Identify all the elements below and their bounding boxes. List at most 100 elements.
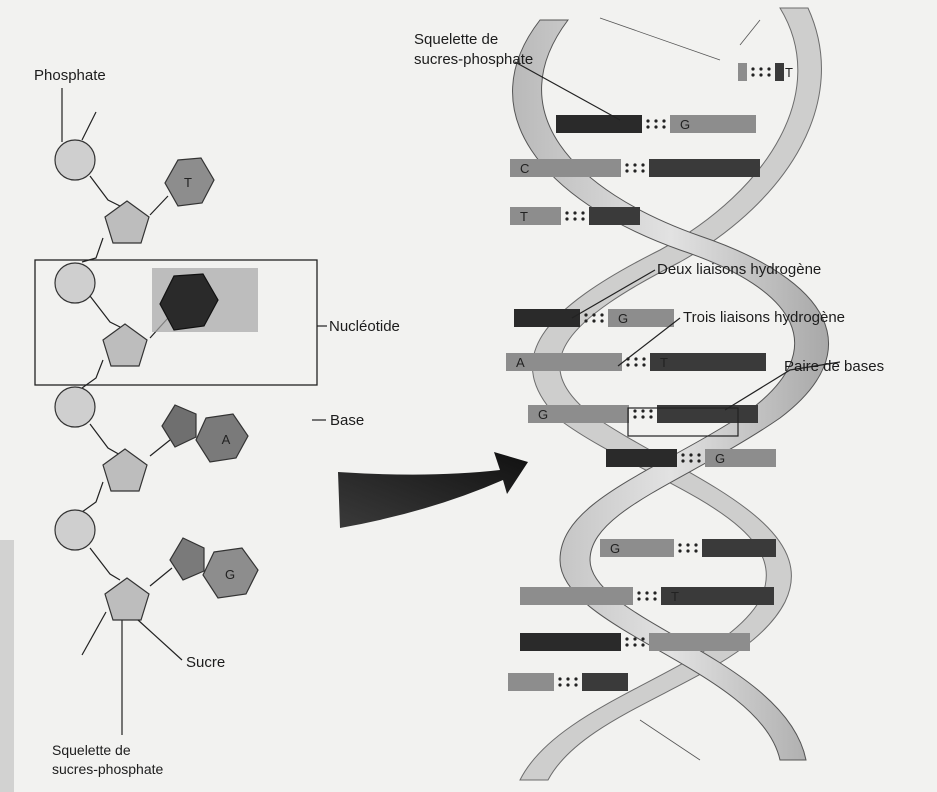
hydrogen-bond-dot xyxy=(581,217,584,220)
base-left xyxy=(508,673,554,691)
base-right xyxy=(649,159,760,177)
hydrogen-bond-dot xyxy=(574,683,577,686)
phosphate-circle xyxy=(55,263,95,303)
hydrogen-bond-dot xyxy=(634,363,637,366)
hydrogen-bond-dot xyxy=(694,543,697,546)
hydrogen-bond-dot xyxy=(566,683,569,686)
base-left xyxy=(556,115,642,133)
label-phosphate: Phosphate xyxy=(34,67,106,84)
pair-right-letter: T xyxy=(660,355,668,370)
base-letter-g: G xyxy=(225,567,235,582)
hydrogen-bond-dot xyxy=(592,313,595,316)
pair-left-letter: A xyxy=(516,355,525,370)
label-backbone-left-line2: sucres-phosphate xyxy=(52,761,164,777)
hydrogen-bond-dot xyxy=(637,591,640,594)
hydrogen-bond-dot xyxy=(566,677,569,680)
pair-left-letter: G xyxy=(610,541,620,556)
base-purine-ring5 xyxy=(170,538,204,580)
sugar-leader xyxy=(138,620,182,660)
pair-left-letter: G xyxy=(538,407,548,422)
base-left xyxy=(520,587,633,605)
base-left xyxy=(738,63,747,81)
pair-right-letter: G xyxy=(715,451,725,466)
hydrogen-bond-dot xyxy=(642,363,645,366)
hydrogen-bond-dot xyxy=(600,319,603,322)
hydrogen-bond-dot xyxy=(681,453,684,456)
hydrogen-bond-dot xyxy=(767,73,770,76)
sugar-pentagon xyxy=(103,449,147,491)
hydrogen-bond-dot xyxy=(759,73,762,76)
hydrogen-bond-dot xyxy=(689,459,692,462)
hydrogen-bond-dot xyxy=(686,543,689,546)
hydrogen-bond-dot xyxy=(681,459,684,462)
hydrogen-bond-dot xyxy=(634,357,637,360)
base-right xyxy=(775,63,784,81)
hydrogen-bond-dot xyxy=(642,357,645,360)
hydrogen-bond-dot xyxy=(633,415,636,418)
guide-line xyxy=(600,18,720,60)
base-left xyxy=(606,449,677,467)
hydrogen-bond-dot xyxy=(697,459,700,462)
hydrogen-bond-dot xyxy=(633,637,636,640)
label-backbone-left-line1: Squelette de xyxy=(52,742,131,758)
pair-right-letter: G xyxy=(680,117,690,132)
pair-left-letter: T xyxy=(520,209,528,224)
phosphate-circle xyxy=(55,387,95,427)
base-right xyxy=(649,633,750,651)
hydrogen-bond-dot xyxy=(625,637,628,640)
hydrogen-bond-dot xyxy=(625,169,628,172)
base-right xyxy=(589,207,640,225)
hydrogen-bond-dot xyxy=(646,125,649,128)
sugar-pentagon xyxy=(105,201,149,243)
hydrogen-bond-dot xyxy=(592,319,595,322)
base-left xyxy=(520,633,621,651)
hydrogen-bond-dot xyxy=(694,549,697,552)
sugar-pentagon xyxy=(103,324,147,366)
hydrogen-bond-dot xyxy=(689,453,692,456)
hydrogen-bond-dot xyxy=(626,363,629,366)
label-sugar: Sucre xyxy=(186,654,225,671)
label-base: Base xyxy=(330,412,364,429)
label-backbone-right-line2: sucres-phosphate xyxy=(414,51,533,68)
base-purine-ring5 xyxy=(162,405,196,447)
hydrogen-bond-dot xyxy=(573,217,576,220)
hydrogen-bond-dot xyxy=(600,313,603,316)
single-strand: T A G Phosphate Nucléotide Base Sucre Sq… xyxy=(34,67,400,777)
label-three-hydrogen-bonds: Trois liaisons hydrogène xyxy=(683,309,845,326)
hydrogen-bond-dot xyxy=(633,409,636,412)
label-base-pair: Paire de bases xyxy=(784,358,884,375)
hydrogen-bond-dot xyxy=(767,67,770,70)
hydrogen-bond-dot xyxy=(662,119,665,122)
hydrogen-bond-dot xyxy=(653,597,656,600)
hydrogen-bond-dot xyxy=(662,125,665,128)
guide-line xyxy=(640,720,700,760)
hydrogen-bond-dot xyxy=(633,163,636,166)
hydrogen-bond-dot xyxy=(641,637,644,640)
hydrogen-bond-dot xyxy=(565,211,568,214)
hydrogen-bond-dot xyxy=(558,677,561,680)
hydrogen-bond-dot xyxy=(565,217,568,220)
pair-right-letter: T xyxy=(785,65,793,80)
label-two-hydrogen-bonds: Deux liaisons hydrogène xyxy=(657,261,821,278)
sugar-groups xyxy=(103,201,149,620)
label-nucleotide: Nucléotide xyxy=(329,318,400,335)
hydrogen-bond-dot xyxy=(641,415,644,418)
bases: T A G xyxy=(152,158,258,598)
hydrogen-bond-dot xyxy=(649,415,652,418)
pair-left-letter: C xyxy=(520,161,529,176)
hydrogen-bond-dot xyxy=(751,67,754,70)
sugar-pentagon xyxy=(105,578,149,620)
hydrogen-bond-dot xyxy=(653,591,656,594)
hydrogen-bond-dot xyxy=(633,643,636,646)
base-letter-t: T xyxy=(184,175,192,190)
hydrogen-bond-dot xyxy=(641,163,644,166)
hydrogen-bond-dot xyxy=(558,683,561,686)
hydrogen-bond-dot xyxy=(645,597,648,600)
hydrogen-bond-dot xyxy=(751,73,754,76)
base-right xyxy=(582,673,628,691)
hydrogen-bond-dot xyxy=(584,313,587,316)
phosphate-circle xyxy=(55,140,95,180)
hydrogen-bond-dot xyxy=(646,119,649,122)
